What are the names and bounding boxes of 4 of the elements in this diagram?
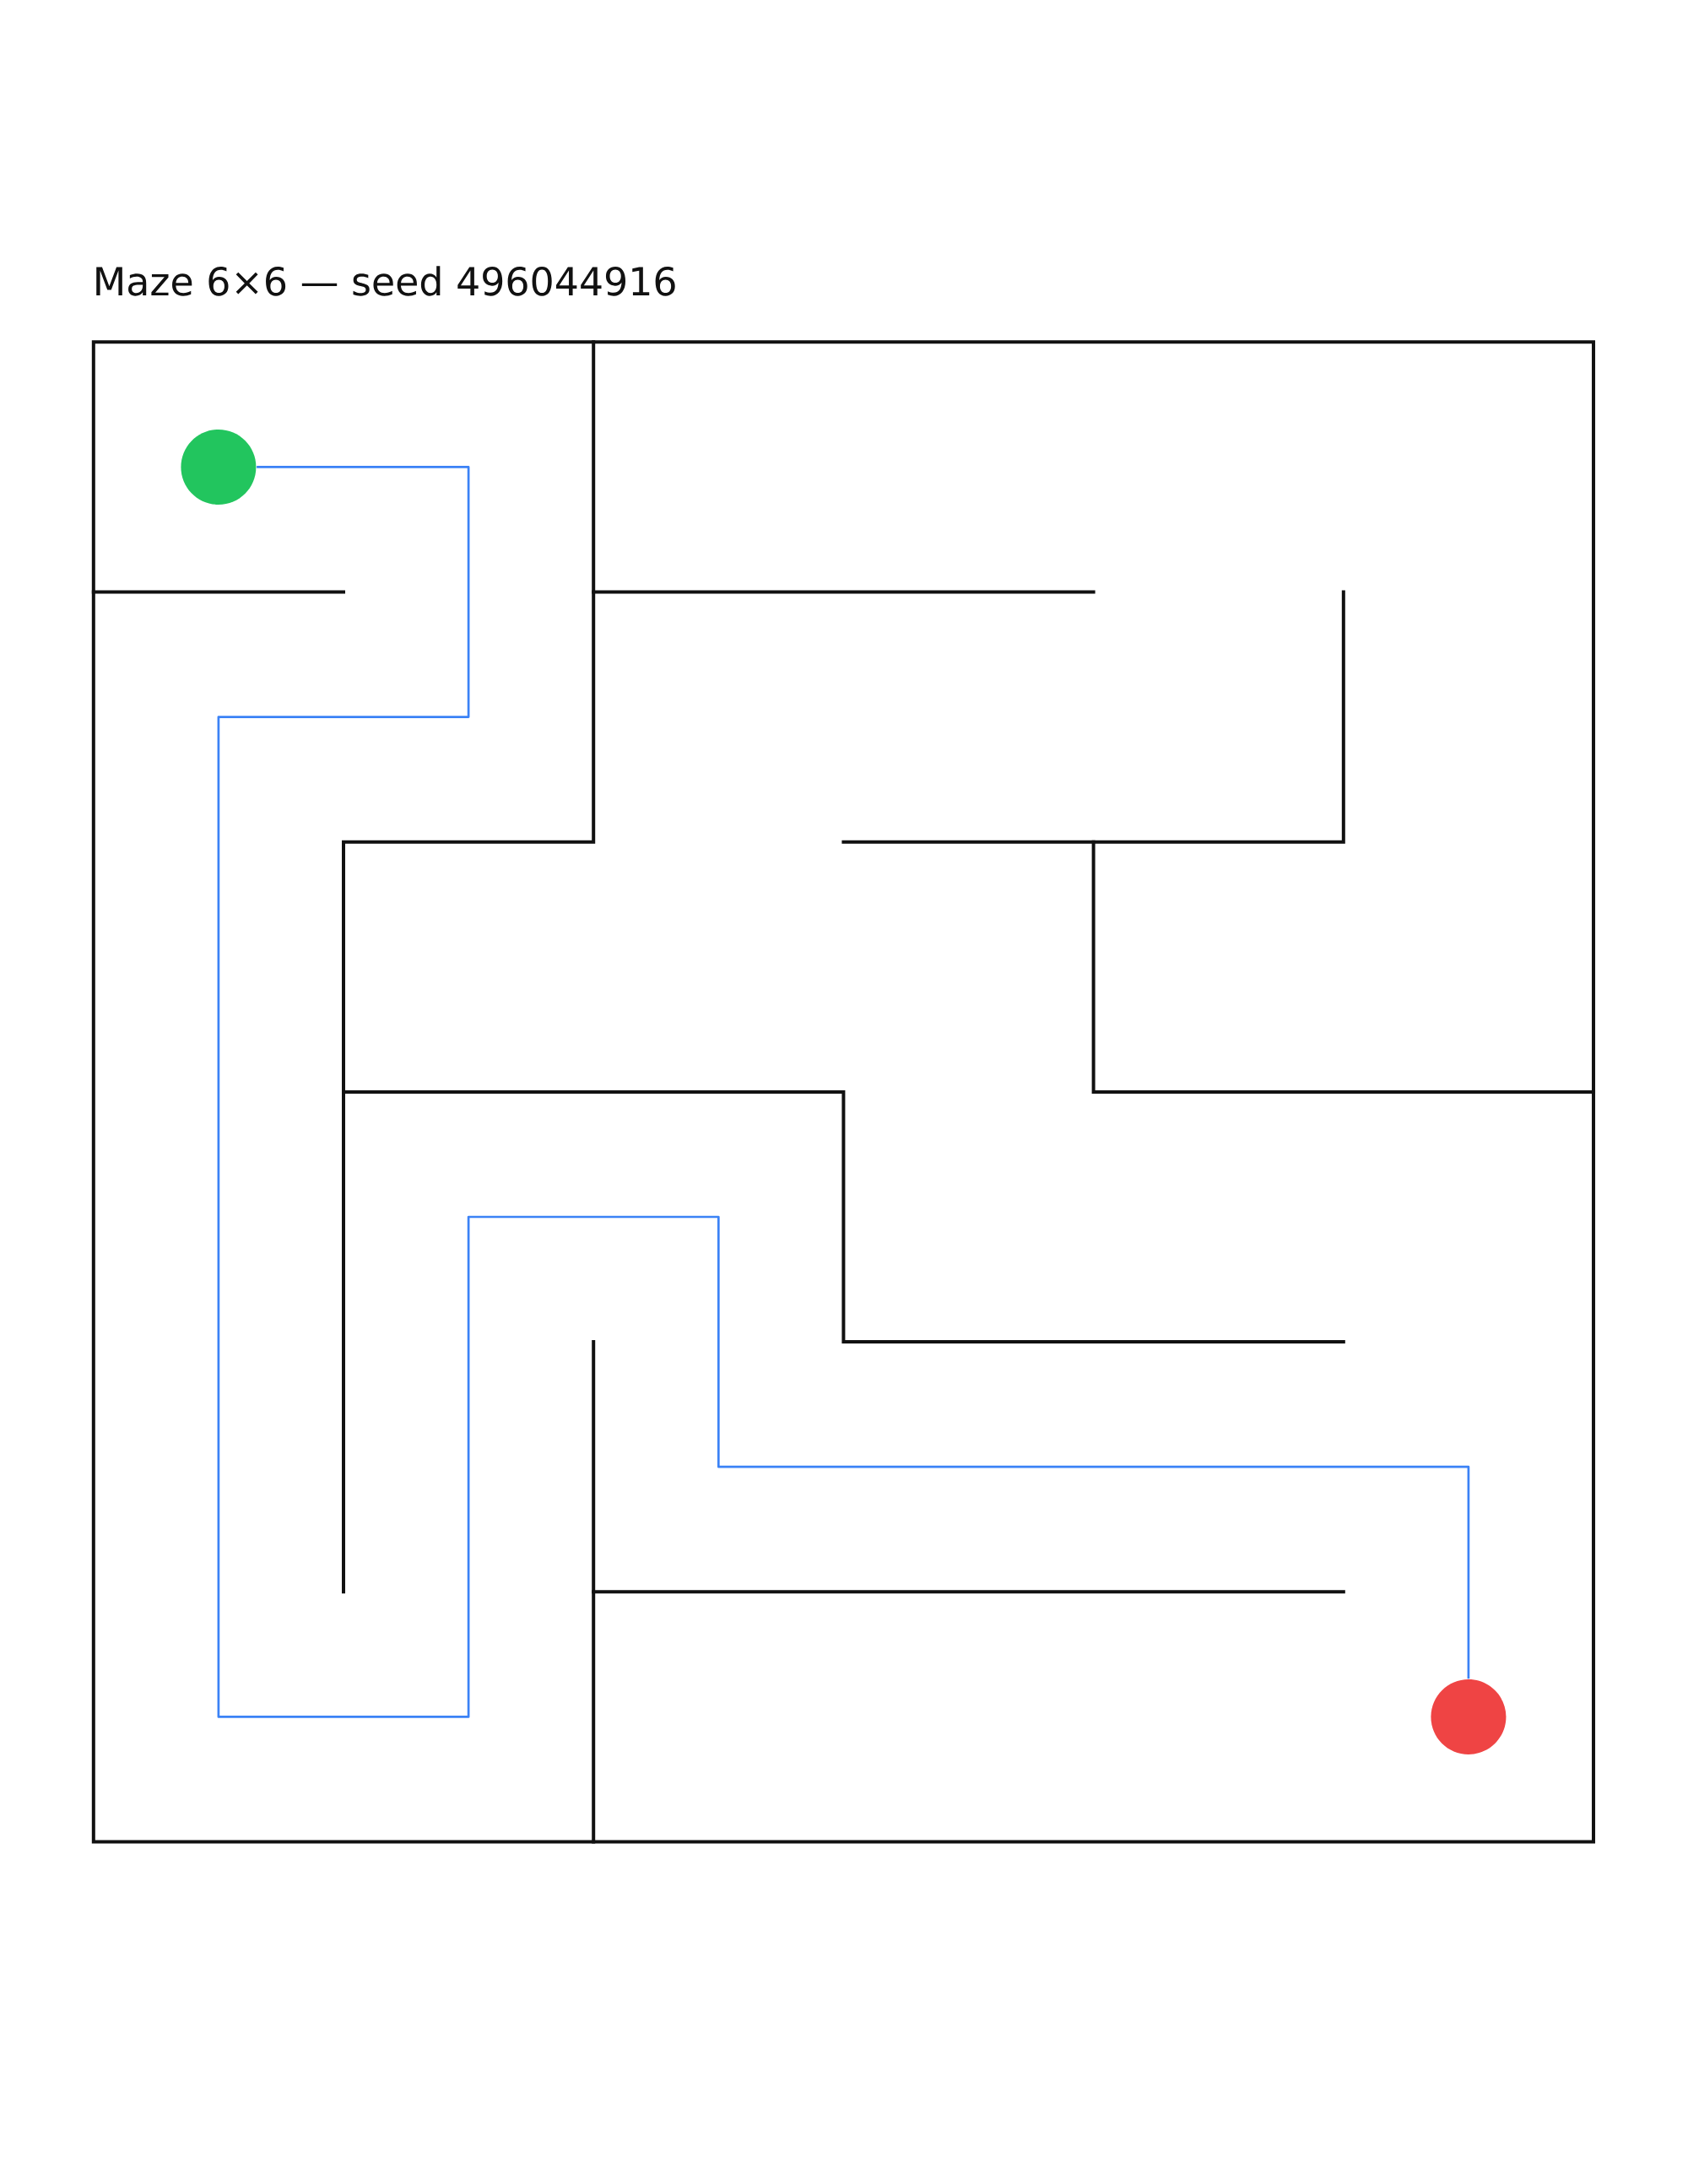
- start-marker: [181, 429, 257, 505]
- solution-path: [217, 466, 1470, 1718]
- title: Maze 6×6 — seed 496044916: [96, 266, 675, 296]
- goal-marker: [1431, 1679, 1507, 1754]
